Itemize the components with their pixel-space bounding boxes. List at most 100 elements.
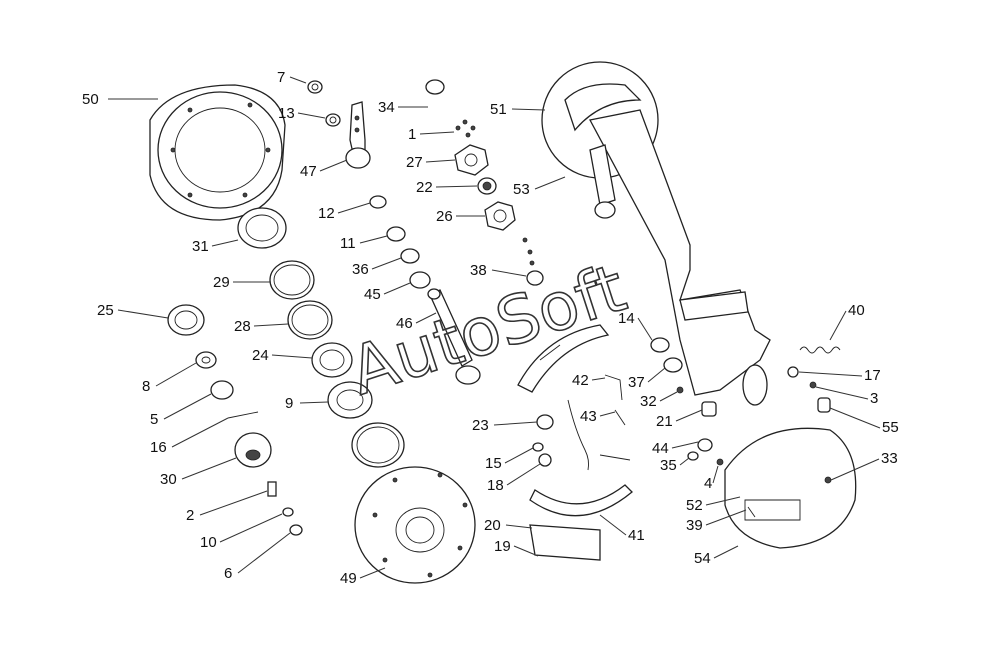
part-roller-18 (538, 453, 552, 467)
svg-text:17: 17 (864, 367, 881, 384)
part-ring-9 (327, 381, 373, 419)
part-nut-5 (210, 380, 234, 400)
callout-37: 37 (628, 367, 666, 391)
svg-text:42: 42 (572, 372, 589, 389)
part-spring-40 (799, 346, 841, 354)
part-washer-13 (325, 113, 341, 127)
callout-4: 4 (704, 465, 719, 492)
part-ring-29 (269, 260, 315, 300)
callout-39: 39 (686, 509, 747, 534)
callout-25: 25 (97, 302, 169, 319)
part-bearing-24 (311, 342, 353, 378)
part-nut-7 (307, 80, 323, 94)
svg-text:19: 19 (494, 538, 511, 555)
callout-28: 28 (234, 318, 289, 335)
part-bearing-25 (167, 304, 205, 336)
part-pin-55 (817, 397, 831, 413)
callout-12: 12 (318, 202, 371, 222)
svg-text:31: 31 (192, 238, 209, 255)
callout-55: 55 (829, 407, 899, 436)
svg-text:40: 40 (848, 302, 865, 319)
callout-9: 9 (285, 395, 329, 412)
callout-17: 17 (798, 367, 881, 384)
part-ring-28 (287, 300, 333, 340)
part-nut-6 (289, 524, 303, 536)
svg-text:20: 20 (484, 517, 501, 534)
part-bolt-4 (716, 458, 724, 466)
callout-45: 45 (364, 282, 411, 303)
svg-text:41: 41 (628, 527, 645, 544)
part-flange-26 (484, 201, 516, 231)
callout-29: 29 (213, 274, 270, 291)
svg-text:9: 9 (285, 395, 293, 412)
svg-text:33: 33 (881, 450, 898, 467)
part-bolts-1 (455, 119, 476, 138)
svg-text:5: 5 (150, 411, 158, 428)
part-grease-cap-34 (425, 79, 445, 95)
callout-1: 1 (408, 126, 455, 143)
svg-text:21: 21 (656, 413, 673, 430)
part-bushing-14 (650, 337, 670, 353)
part-bolt-3 (809, 381, 817, 389)
part-dust-shield-54 (724, 427, 857, 549)
svg-text:27: 27 (406, 154, 423, 171)
part-ring-36 (400, 248, 420, 264)
part-bolt-33 (824, 476, 832, 484)
svg-text:34: 34 (378, 99, 395, 116)
callout-40: 40 (829, 302, 865, 341)
svg-text:39: 39 (686, 517, 703, 534)
callout-7: 7 (277, 69, 307, 86)
callout-46: 46 (396, 312, 437, 332)
svg-text:50: 50 (82, 91, 99, 108)
part-brake-shoe-lower (529, 454, 633, 517)
part-pin-16 (227, 411, 259, 419)
svg-text:54: 54 (694, 550, 711, 567)
callout-43: 43 (580, 408, 616, 425)
svg-text:32: 32 (640, 393, 657, 410)
svg-text:38: 38 (470, 262, 487, 279)
svg-text:12: 12 (318, 205, 335, 222)
callout-13: 13 (278, 105, 326, 122)
callout-18: 18 (487, 463, 541, 494)
callout-54: 54 (694, 545, 739, 567)
part-ring-44 (697, 438, 713, 452)
callout-36: 36 (352, 257, 402, 278)
svg-text:45: 45 (364, 286, 381, 303)
callout-31: 31 (192, 238, 239, 255)
part-brake-shoe-upper (517, 324, 610, 393)
svg-text:52: 52 (686, 497, 703, 514)
svg-text:23: 23 (472, 417, 489, 434)
part-washer-10 (282, 507, 294, 517)
part-brake-drum (149, 84, 286, 221)
svg-text:36: 36 (352, 261, 369, 278)
part-axle-assembly (541, 61, 771, 406)
callout-16: 16 (150, 417, 229, 456)
svg-text:7: 7 (277, 69, 285, 86)
svg-text:55: 55 (882, 419, 899, 436)
part-ring-37 (663, 357, 683, 373)
watermark: AutoSoft (341, 249, 634, 410)
svg-text:44: 44 (652, 440, 669, 457)
callout-24: 24 (252, 347, 313, 364)
part-bushing-38 (526, 270, 544, 286)
callout-49: 49 (340, 567, 386, 587)
part-wheel-hub (354, 466, 476, 584)
callout-47: 47 (300, 159, 348, 180)
part-camshaft (427, 288, 481, 385)
svg-text:28: 28 (234, 318, 251, 335)
svg-text:16: 16 (150, 439, 167, 456)
svg-text:24: 24 (252, 347, 269, 364)
svg-text:43: 43 (580, 408, 597, 425)
part-ring-11 (386, 226, 406, 242)
callout-11: 11 (340, 235, 388, 252)
callout-5: 5 (150, 393, 212, 428)
callout-50: 50 (82, 91, 158, 108)
svg-text:51: 51 (490, 101, 507, 118)
part-brake-lining (529, 524, 601, 561)
callout-2: 2 (186, 490, 268, 524)
part-balls (522, 237, 535, 266)
part-bolt-32 (676, 386, 684, 394)
part-slack-adjuster (345, 101, 371, 169)
svg-text:14: 14 (618, 310, 635, 327)
svg-text:26: 26 (436, 208, 453, 225)
